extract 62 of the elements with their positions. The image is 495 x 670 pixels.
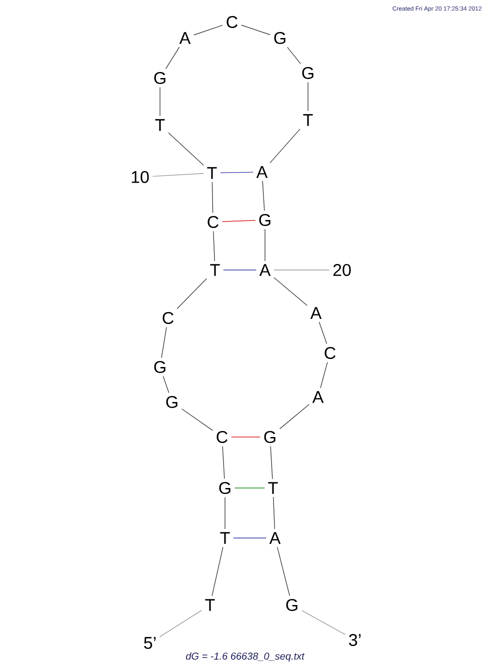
backbone-line (240, 24, 271, 36)
nucleotide-letter: C (216, 430, 228, 444)
backbone-line (270, 446, 273, 480)
nucleotide-letter: A (259, 264, 271, 276)
nucleotide-letter: C (324, 346, 336, 360)
nucleotide-letter: G (219, 482, 230, 494)
backbone-line (181, 408, 213, 431)
nucleotide-letter: G (154, 72, 166, 84)
backbone-line (213, 230, 215, 262)
nucleotide-letter: T (268, 482, 278, 494)
nucleotide-letter: T (220, 532, 230, 544)
backbone-line (270, 128, 300, 164)
base-pair-line (222, 220, 256, 222)
backbone-line (165, 46, 180, 70)
nucleotide-letter: T (207, 167, 217, 179)
backbone-line (318, 322, 328, 344)
position-label: 5’ (144, 637, 156, 649)
nucleotide-letter: A (179, 32, 191, 44)
backbone-line (224, 496, 226, 530)
leader-line (152, 173, 204, 177)
backbone-line (262, 180, 265, 212)
nucleotide-letter: A (269, 532, 281, 544)
nucleotide-letter: T (210, 264, 220, 276)
backbone-line (274, 277, 308, 306)
leader-line (159, 610, 202, 638)
nucleotide-letter: C (226, 16, 238, 28)
backbone-line (279, 404, 310, 430)
backbone-line (276, 546, 290, 596)
backbone-line (287, 46, 301, 64)
nucleotide-letter: C (162, 312, 174, 324)
backbone-line (194, 24, 223, 36)
backbone-line (222, 446, 225, 480)
nucleotide-letter: G (264, 430, 276, 444)
nucleotide-letter: T (155, 119, 165, 131)
caption: dG = -1.6 66638_0_seq.txt (186, 652, 305, 662)
nucleotide-letter: T (303, 114, 313, 126)
backbone-line (176, 278, 207, 310)
nucleotide-letter: A (310, 307, 322, 319)
nucleotide-letter: G (286, 598, 298, 612)
backbone-line (161, 326, 167, 358)
backbone-line (212, 546, 224, 596)
base-pair-line (220, 172, 254, 174)
nucleotide-letter: G (166, 396, 178, 408)
nucleotide-letter: T (205, 599, 215, 611)
nucleotide-letter: G (259, 214, 270, 226)
backbone-line (162, 376, 170, 394)
position-label: 20 (333, 264, 351, 276)
nucleotide-letter: G (154, 360, 166, 374)
nucleotide-letter: A (312, 391, 324, 403)
leader-line (301, 610, 346, 635)
backbone-line (168, 132, 204, 166)
nucleotide-letter: C (208, 216, 218, 228)
backbone-line (212, 182, 214, 214)
nucleotide-letter: A (256, 166, 268, 178)
backbone-line (320, 362, 328, 388)
position-label: 3’ (349, 634, 361, 646)
nucleotide-letter: G (274, 32, 286, 44)
backbone-line (273, 496, 275, 530)
nucleotide-letter: G (302, 66, 314, 80)
backbone-line (264, 228, 266, 262)
position-label: 10 (132, 170, 149, 184)
base-pair-line (230, 436, 261, 438)
